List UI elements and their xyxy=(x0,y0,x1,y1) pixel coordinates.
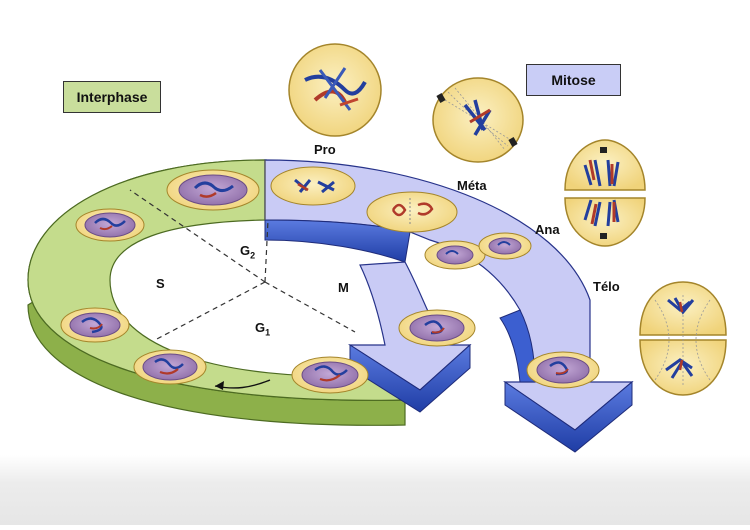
g1-letter: G xyxy=(255,320,266,335)
prophase-detail-cell xyxy=(288,43,382,137)
prophase-label: Pro xyxy=(314,142,336,157)
anaphase-detail-cell xyxy=(564,139,646,247)
telophase-cell xyxy=(398,309,476,347)
phase-divider-lines xyxy=(129,160,356,341)
mitose-outer-curve-side xyxy=(499,309,536,383)
mitose-inner-wall xyxy=(264,219,411,263)
s-phase-label: S xyxy=(156,276,165,291)
m-phase-label: M xyxy=(338,280,349,295)
bottom-fade xyxy=(0,455,750,525)
metaphase-detail-cell xyxy=(432,77,524,163)
interphase-label: Interphase xyxy=(63,81,161,113)
g1-subscript: 1 xyxy=(265,327,271,338)
mitose-outer-arrow-side xyxy=(504,380,633,453)
g2-letter: G xyxy=(240,243,251,258)
interphase-cell xyxy=(166,169,260,211)
telophase-detail-cell xyxy=(639,281,727,396)
g2-subscript: 2 xyxy=(250,250,256,261)
anaphase-cell xyxy=(424,232,532,270)
metaphase-label: Méta xyxy=(457,178,487,193)
anaphase-label: Ana xyxy=(535,222,560,237)
interphase-cell xyxy=(133,349,207,385)
metaphase-cell xyxy=(366,191,458,233)
mitose-ring-cells xyxy=(270,166,600,389)
mitose-label: Mitose xyxy=(526,64,621,96)
interphase-cell xyxy=(291,356,369,394)
g2-phase-label: G2 xyxy=(240,243,255,261)
prophase-cell xyxy=(270,166,356,206)
interphase-cell xyxy=(75,208,145,242)
interphase-cell xyxy=(60,307,130,343)
telophase-label: Télo xyxy=(593,279,620,294)
g1-phase-label: G1 xyxy=(255,320,270,338)
interphase-cells xyxy=(60,169,369,394)
daughter-cell xyxy=(526,351,600,389)
